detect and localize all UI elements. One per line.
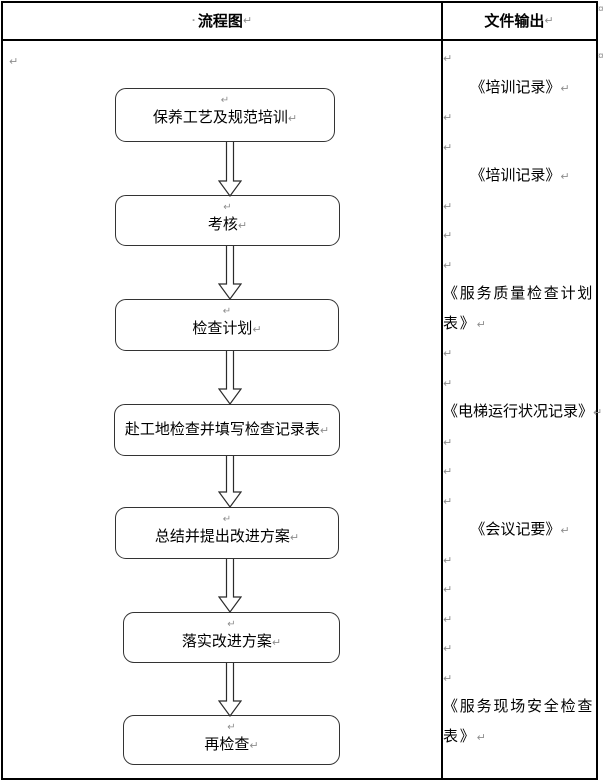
pilcrow-mark: ↵ <box>443 348 453 360</box>
empty-line: ↵ <box>443 102 597 132</box>
empty-line: ↵ <box>443 633 597 663</box>
table-border-right <box>596 1 598 780</box>
empty-line: ↵ <box>443 574 597 604</box>
output-title-site-safety-check: 《服务现场安全检查表》↵ <box>443 698 595 745</box>
pilcrow-mark: ↵ <box>443 200 453 213</box>
table-border-left <box>1 1 3 780</box>
down-arrow <box>218 142 242 197</box>
flow-step-site-inspection: 赴工地检查并填写检查记录表↵ <box>114 404 340 456</box>
down-arrow <box>218 559 242 613</box>
column-header-output: 文件输出 <box>484 12 545 30</box>
empty-line: ↵ <box>443 545 597 575</box>
pilcrow-mark: ↵ <box>476 318 488 331</box>
output-cell: ↵ 《培训记录》↵ ↵ ↵ 《培训记录》↵ ↵ ↵ ↵ 《服务质量检查计划表》↵… <box>443 40 603 778</box>
pilcrow-mark: ↵ <box>222 306 232 317</box>
down-arrow <box>218 351 242 405</box>
pilcrow-mark: ↵ <box>287 113 298 125</box>
header-cell-flowchart: · 流程图 ↵ <box>3 1 441 39</box>
pilcrow-mark: ↵ <box>443 141 453 154</box>
pilcrow-mark: ↵ <box>443 259 453 272</box>
empty-line: ↵ <box>443 43 597 73</box>
empty-line: ↵ <box>443 220 597 250</box>
end-of-row-mark: ¤ <box>598 4 603 15</box>
pilcrow-mark: ↵ <box>560 82 570 95</box>
pilcrow-mark: ↵ <box>443 554 453 567</box>
table-border-top <box>1 1 598 3</box>
table-border-bottom <box>1 778 598 780</box>
pilcrow-mark: ↵ <box>227 619 236 630</box>
pilcrow-mark: ↵ <box>443 112 453 124</box>
flow-step-assessment: ↵ 考核↵ <box>115 195 340 246</box>
end-of-row-mark: ¤ <box>598 51 603 62</box>
pilcrow-mark: ↵ <box>223 202 232 213</box>
down-arrow <box>218 246 242 300</box>
empty-line: ↵ <box>443 250 597 280</box>
pilcrow-mark: ↵ <box>443 672 453 685</box>
output-title-training-record-1: 《培训记录》↵ <box>470 78 570 96</box>
empty-line: ↵ <box>443 427 597 457</box>
pilcrow-mark: ↵ <box>560 171 570 183</box>
column-header-flowchart: 流程图 <box>197 12 243 30</box>
flow-step-label: 总结并提出改进方案↵ <box>154 528 300 545</box>
pilcrow-mark: ↵ <box>9 56 19 68</box>
empty-line: ↵ <box>443 604 597 634</box>
flow-step-label: 赴工地检查并填写检查记录表↵ <box>124 421 330 438</box>
pilcrow-mark: ↵ <box>443 377 453 390</box>
pilcrow-mark: ↵ <box>593 407 603 419</box>
output-title-service-quality-plan: 《服务质量检查计划表》↵ <box>443 285 595 332</box>
pilcrow-mark: ↵ <box>443 495 453 508</box>
pilcrow-mark: ↵ <box>227 722 236 733</box>
flow-step-label: 保养工艺及规范培训↵ <box>152 109 298 126</box>
flow-step-implement-improvement: ↵ 落实改进方案↵ <box>123 612 340 663</box>
header-cell-output: 文件输出 ↵ <box>442 1 596 39</box>
flowchart-cell: ↵ ↵ 保养工艺及规范培训↵ ↵ 考核↵ ↵ 检查计划↵ 赴工地检查并填写检查记… <box>3 41 441 778</box>
column-divider <box>441 1 443 780</box>
flow-step-reinspection: ↵ 再检查↵ <box>123 715 340 765</box>
pilcrow-mark: ↵ <box>443 53 453 65</box>
down-arrow <box>218 456 242 508</box>
pilcrow-mark: ↵ <box>476 731 488 744</box>
output-title-training-record-2: 《培训记录》↵ <box>470 167 570 184</box>
flow-step-label: 考核↵ <box>207 216 248 233</box>
flow-step-label: 检查计划↵ <box>192 320 262 337</box>
flow-step-improvement-proposal: ↵ 总结并提出改进方案↵ <box>115 507 339 559</box>
pilcrow-mark: ↵ <box>443 230 453 242</box>
empty-line: ↵ <box>443 486 597 516</box>
pilcrow-mark: ↵ <box>443 584 453 596</box>
flow-step-training: ↵ 保养工艺及规范培训↵ <box>115 88 335 142</box>
pilcrow-mark: ↵ <box>222 514 232 525</box>
flow-step-label: 再检查↵ <box>204 736 259 753</box>
empty-line: ↵ <box>443 663 597 693</box>
pilcrow-mark: ↵ <box>220 95 230 106</box>
pilcrow-mark: ↵ <box>237 220 248 232</box>
pilcrow-mark: ↵ <box>249 740 259 752</box>
pilcrow-mark: ↵ <box>242 14 253 27</box>
header-row-divider <box>1 39 598 41</box>
empty-line: ↵ <box>443 338 597 368</box>
empty-line: ↵ <box>443 132 597 162</box>
flow-step-inspection-plan: ↵ 检查计划↵ <box>115 299 339 351</box>
pilcrow-mark: ↵ <box>319 425 330 437</box>
pilcrow-mark: ↵ <box>443 643 453 655</box>
space-formatting-mark: · <box>191 13 196 27</box>
pilcrow-mark: ↵ <box>443 466 453 478</box>
pilcrow-mark: ↵ <box>560 525 570 537</box>
pilcrow-mark: ↵ <box>443 436 453 449</box>
empty-line: ↵ <box>443 368 597 398</box>
output-title-meeting-minutes: 《会议记要》↵ <box>470 521 570 538</box>
output-title-elevator-operation-record: 《电梯运行状况记录》↵ <box>443 403 603 420</box>
pilcrow-mark: ↵ <box>271 637 282 649</box>
pilcrow-mark: ↵ <box>544 14 554 27</box>
pilcrow-mark: ↵ <box>289 532 300 544</box>
flow-step-label: 落实改进方案↵ <box>181 633 282 650</box>
empty-line: ↵ <box>443 456 597 486</box>
pilcrow-mark: ↵ <box>443 613 453 626</box>
pilcrow-mark: ↵ <box>252 324 262 336</box>
down-arrow <box>218 663 242 717</box>
empty-line: ↵ <box>443 191 597 221</box>
